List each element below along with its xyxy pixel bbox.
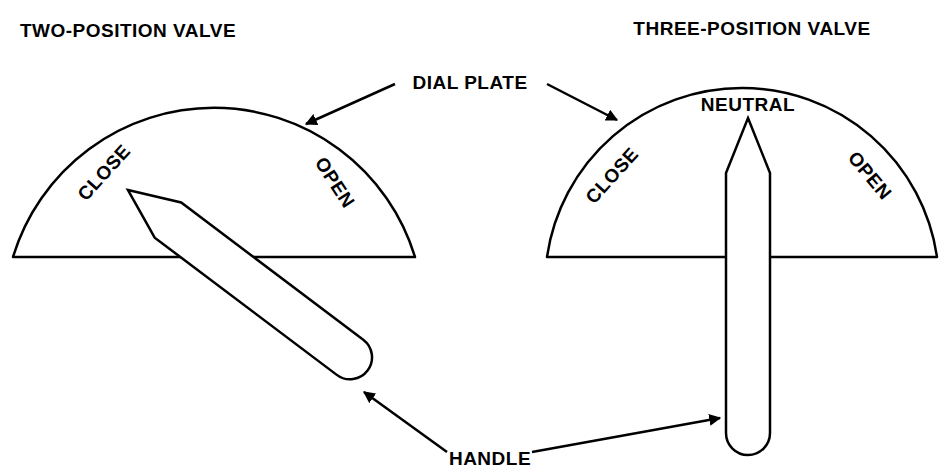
dial-plate: CLOSE OPEN [12, 106, 416, 258]
leader-arrow [547, 84, 617, 120]
dial-position-label: OPEN [312, 153, 358, 210]
dial-position-label: CLOSE [582, 143, 642, 206]
dial-plate-outline [13, 108, 415, 257]
handle [726, 118, 770, 455]
leader-arrow [306, 84, 395, 124]
part-label: HANDLE [449, 449, 531, 468]
part-label: DIAL PLATE [412, 73, 527, 92]
diagram-title: TWO-POSITION VALVE [20, 21, 236, 40]
dial-plate-outline [547, 88, 937, 257]
leader-arrow [532, 418, 720, 452]
dial-plate: CLOSE NEUTRAL OPEN [546, 80, 938, 258]
diagram-title: THREE-POSITION VALVE [633, 19, 870, 38]
dial-position-label: NEUTRAL [701, 95, 795, 114]
dial-position-label: OPEN [845, 147, 895, 202]
leader-arrow [364, 392, 447, 452]
dial-position-label: CLOSE [74, 140, 134, 203]
dial-plate-outline [12, 106, 416, 258]
